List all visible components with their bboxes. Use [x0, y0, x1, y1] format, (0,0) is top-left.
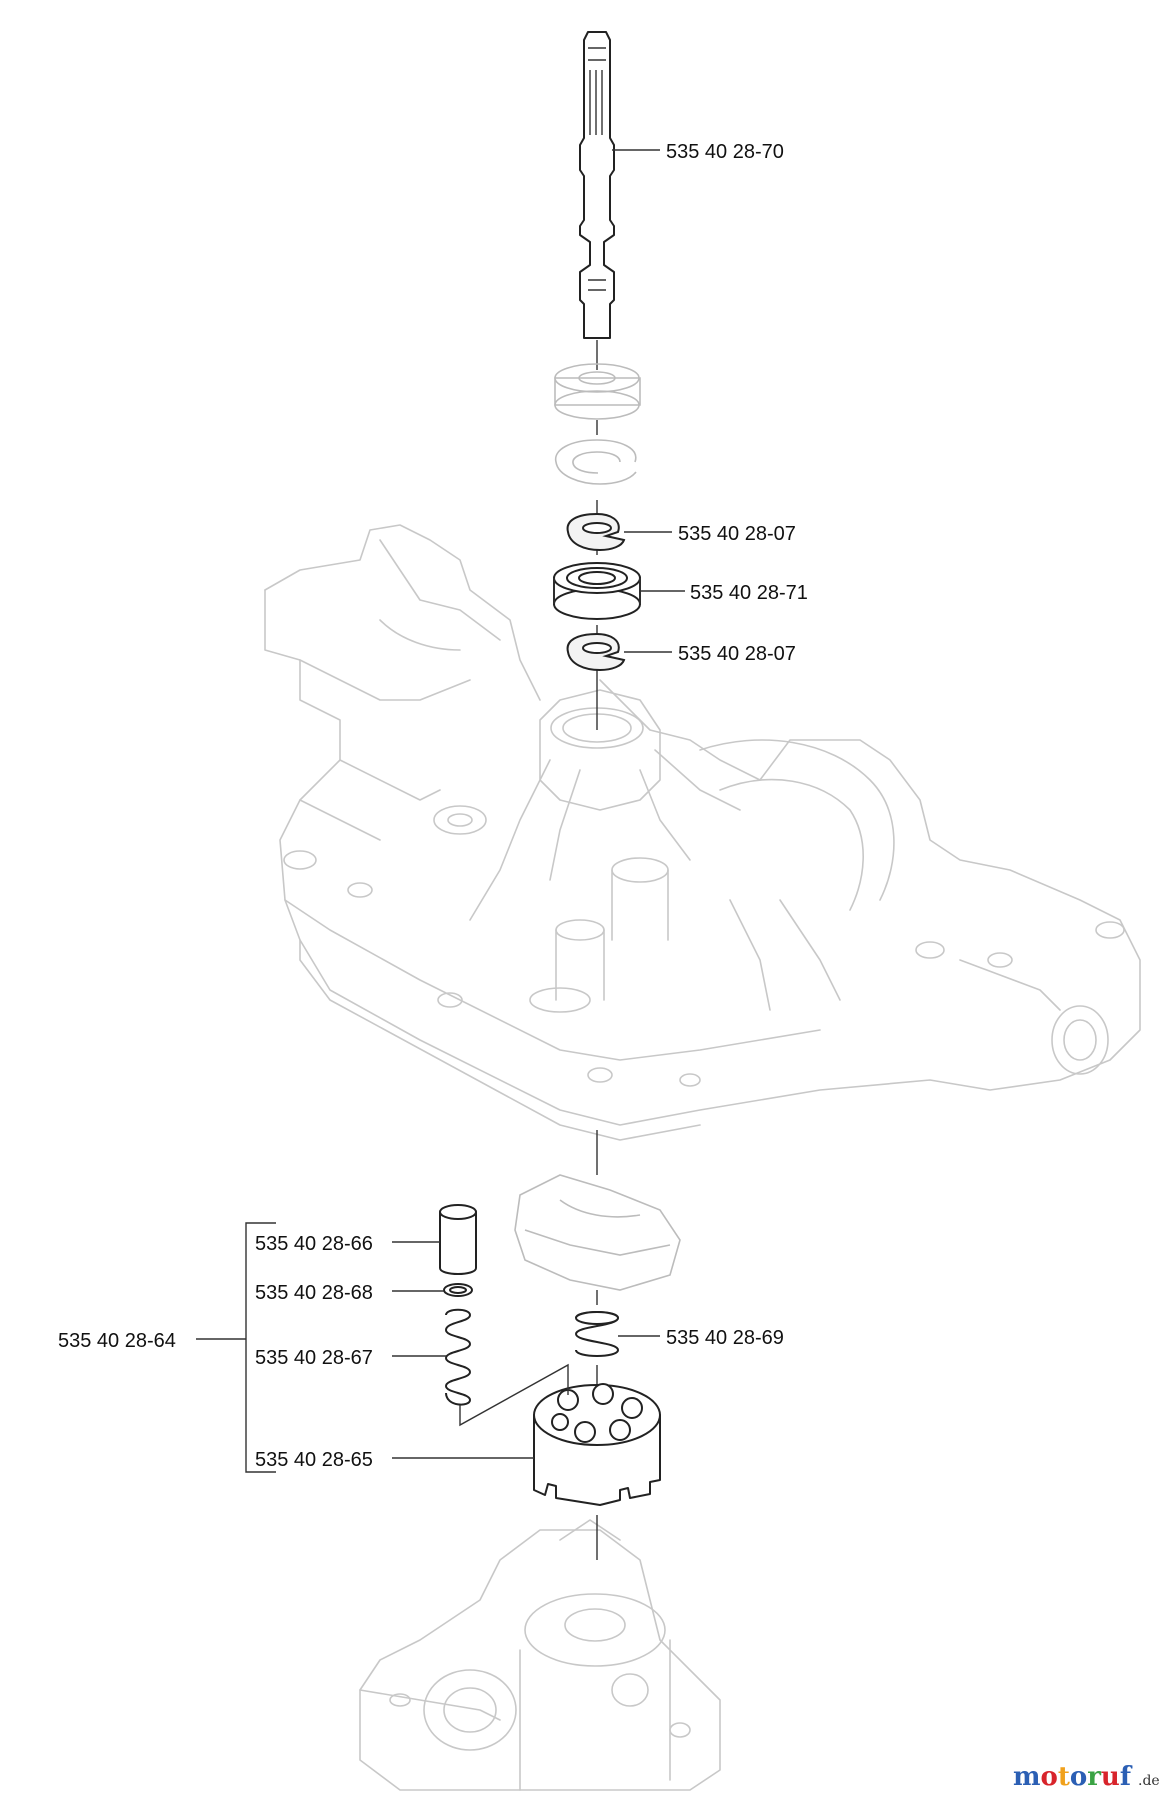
watermark-letter: o	[1041, 1762, 1058, 1792]
shaft-seal	[554, 363, 641, 420]
label-shaft: 535 40 28-70	[666, 141, 784, 163]
watermark-letter: f	[1120, 1762, 1133, 1792]
label-kit-spring: 535 40 28-67	[255, 1347, 373, 1369]
spring-to-block-line	[459, 1363, 569, 1427]
watermark-suffix: .de	[1138, 1773, 1160, 1789]
label-spring-right: 535 40 28-69	[666, 1327, 784, 1349]
label-clip-upper: 535 40 28-07	[678, 523, 796, 545]
label-kit-washer: 535 40 28-68	[255, 1282, 373, 1304]
svg-text:motoruf: motoruf	[1013, 1762, 1133, 1792]
transmission-housing-outline	[264, 524, 1141, 1141]
swashplate-outline	[514, 1174, 681, 1291]
pump-housing-outline	[359, 1519, 721, 1791]
watermark-letter: m	[1013, 1762, 1041, 1792]
watermark-letter: u	[1101, 1762, 1120, 1792]
coil-spring-left	[445, 1308, 471, 1406]
label-clip-lower: 535 40 28-07	[678, 643, 796, 665]
e-clip-upper	[566, 512, 626, 552]
watermark-letter: r	[1087, 1762, 1101, 1792]
input-shaft	[579, 31, 615, 339]
pin	[439, 1204, 477, 1275]
retaining-ring	[554, 439, 637, 485]
leader-lines	[196, 149, 685, 1473]
e-clip-lower	[566, 632, 626, 672]
coil-spring-right	[575, 1311, 619, 1357]
label-kit-pin: 535 40 28-66	[255, 1233, 373, 1255]
watermark-letter: t	[1058, 1762, 1070, 1792]
label-kit-block: 535 40 28-65	[255, 1449, 373, 1471]
cylinder-block	[533, 1383, 661, 1506]
label-bearing: 535 40 28-71	[690, 582, 808, 604]
watermark-letter: o	[1070, 1762, 1087, 1792]
ball-bearing	[553, 562, 641, 620]
watermark-logo: motoruf .de	[1013, 1762, 1160, 1792]
washer	[443, 1283, 473, 1297]
label-kit: 535 40 28-64	[58, 1330, 176, 1352]
part-labels: 535 40 28-70 535 40 28-07 535 40 28-71 5…	[58, 141, 808, 1471]
